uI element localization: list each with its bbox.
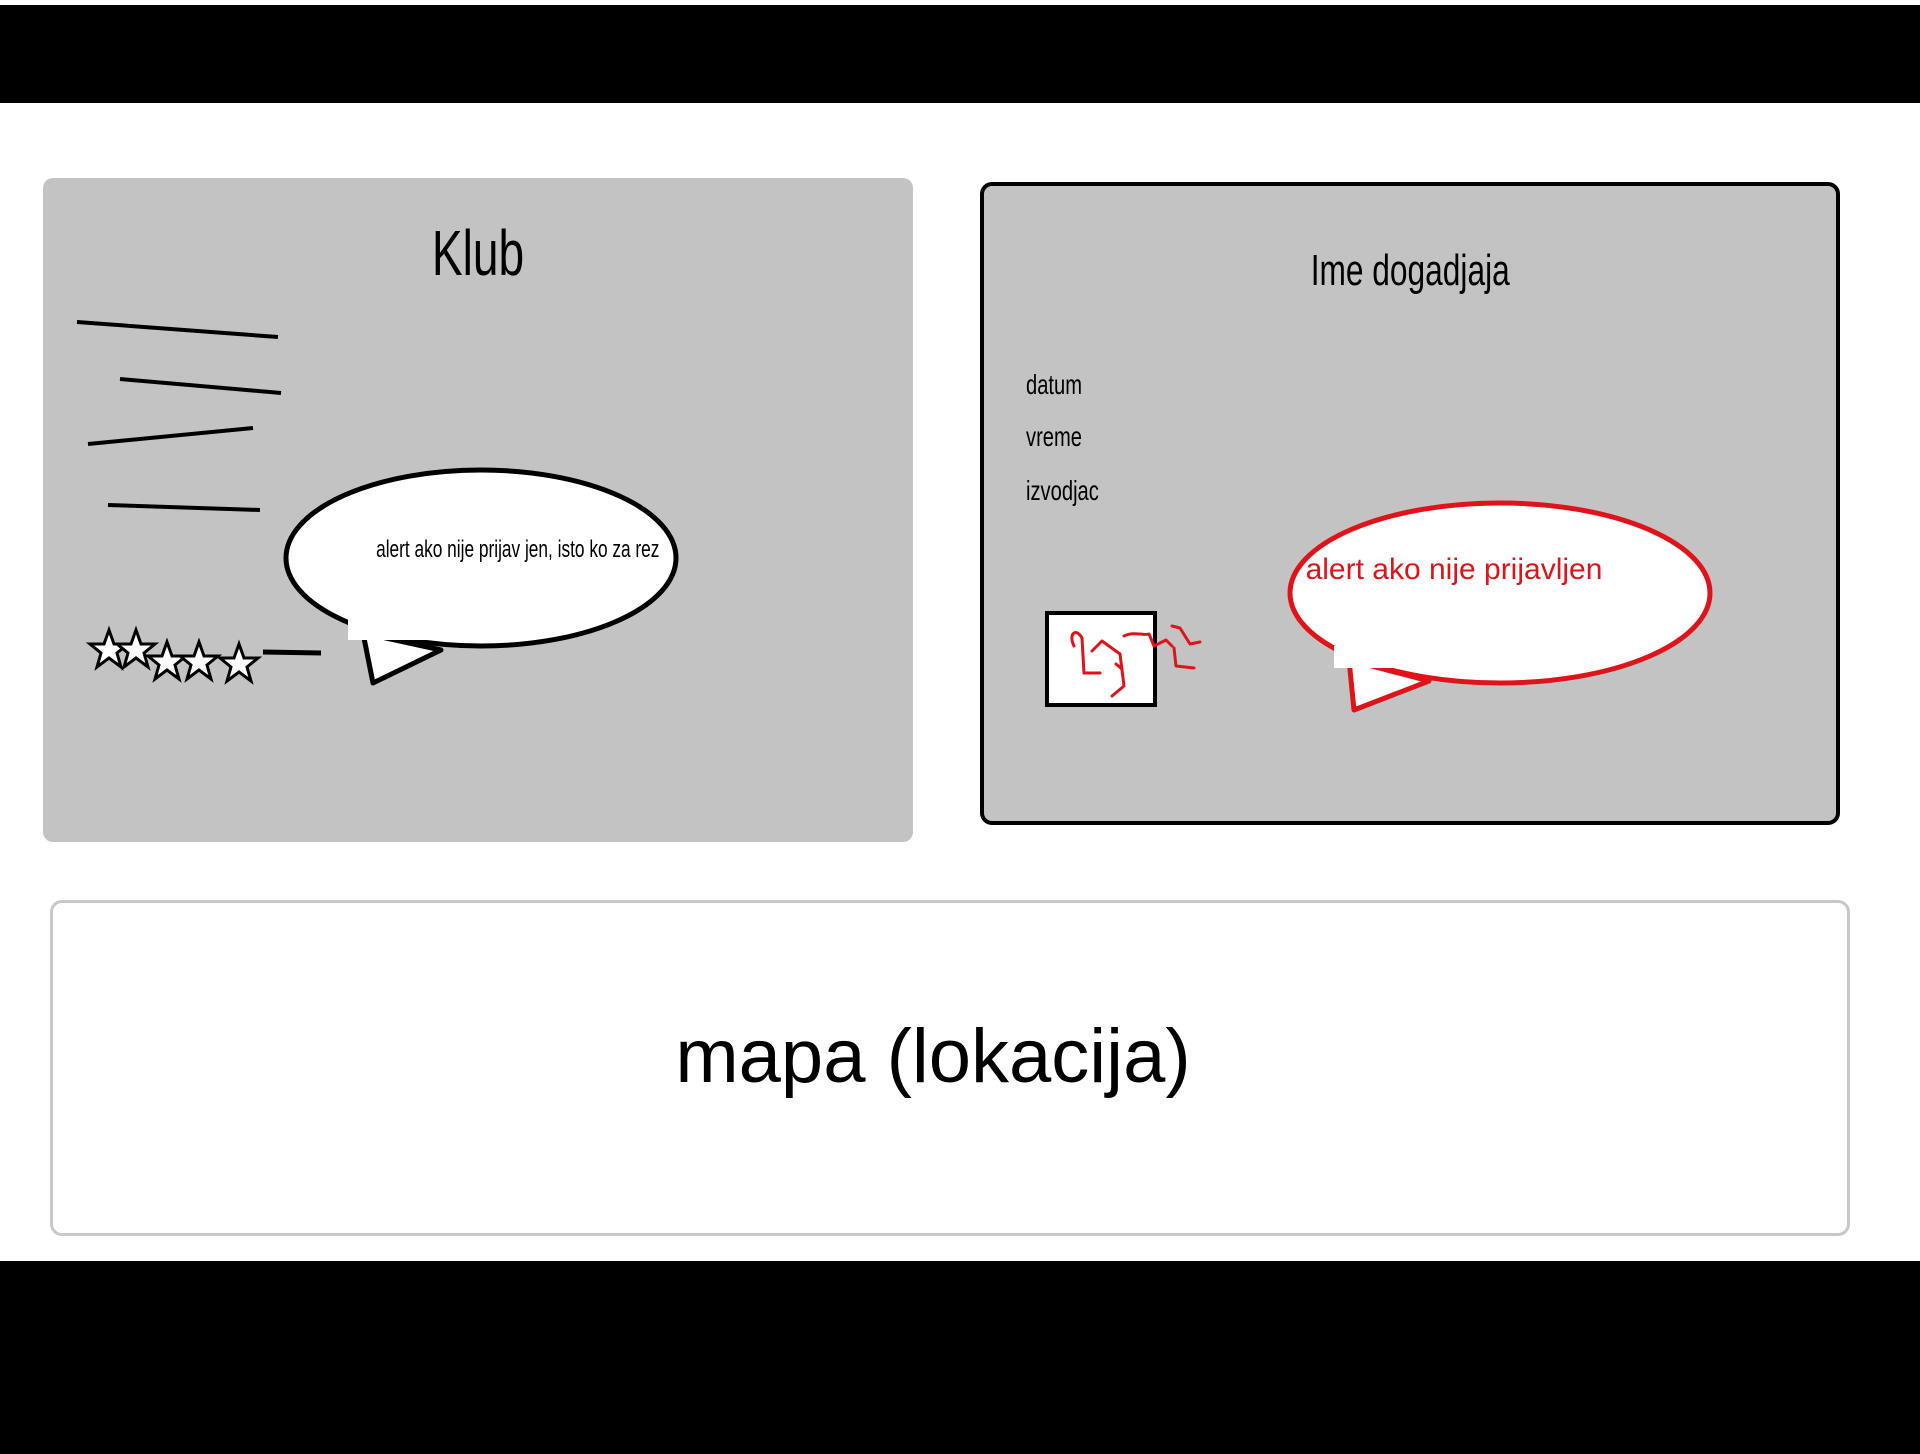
red-scribble [1070,624,1202,698]
map-placeholder[interactable]: mapa (lokacija) [50,900,1850,1236]
event-card: Ime dogadjaja datum vreme izvodjac alert… [980,182,1840,825]
club-alert-bubble [283,467,679,686]
star-icon [143,637,191,683]
star-icon [112,625,160,671]
club-alert-note: alert ako nije prijav jen, isto ko za re… [376,536,660,563]
club-rating-arrow [262,649,322,656]
map-label: mapa (lokacija) [675,1014,1191,1099]
event-time-label: vreme [1026,421,1083,452]
rating-stars[interactable] [43,178,913,842]
event-title: Ime dogadjaja [1310,246,1510,295]
star-icon [215,639,263,685]
event-artist-label: izvodjac [1026,475,1099,506]
event-alert-note: alert ako nije prijavljen [1305,553,1603,586]
club-card: Klub alert ako nije prijav jen, isto ko … [43,178,913,842]
star-icon [175,637,223,683]
event-alert-bubble [1287,500,1713,713]
club-description-lines [76,320,282,512]
event-action-button[interactable] [1045,611,1157,707]
club-title: Klub [431,217,525,289]
top-bar [0,5,1920,103]
event-date-label: datum [1026,369,1083,400]
bottom-bar [0,1261,1920,1454]
